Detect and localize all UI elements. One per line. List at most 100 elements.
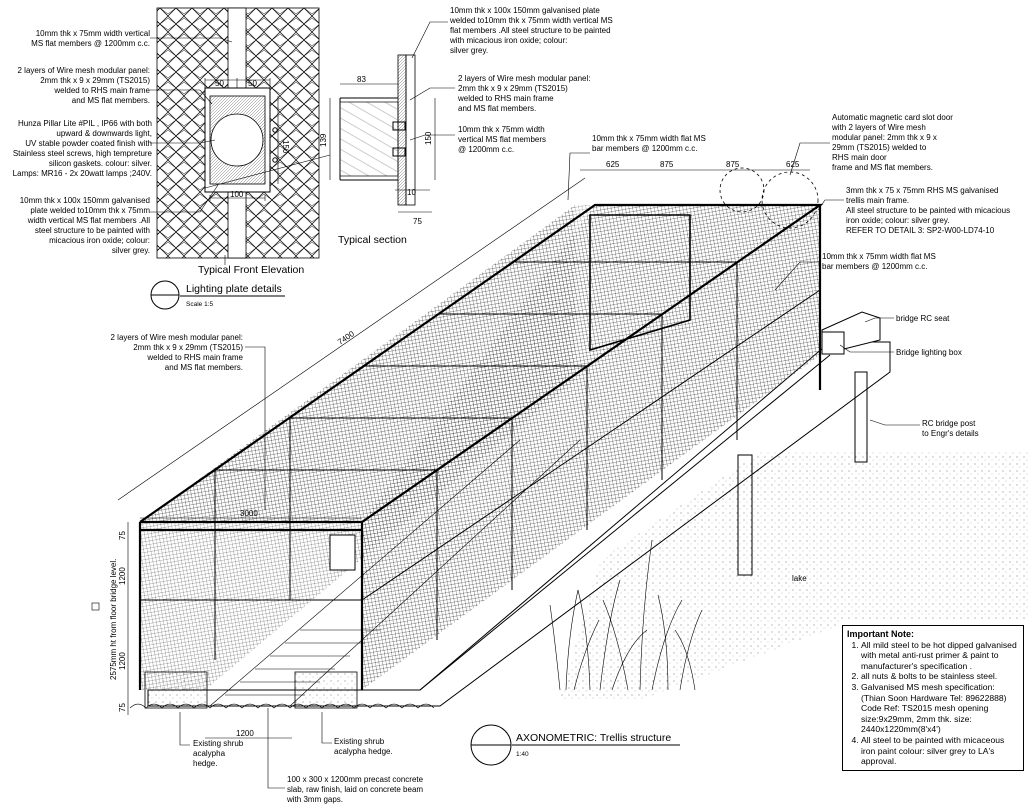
reed-plants [549, 539, 703, 691]
svg-text:Existing shrub: Existing shrub [334, 737, 385, 746]
dim-bay-4: 625 [786, 160, 800, 169]
svg-text:iron oxide; colour: silver gr: iron oxide; colour: silver grey. [846, 216, 949, 225]
lighting-plate-scale: Scale 1:5 [186, 301, 213, 308]
svg-text:10mm thk x 100x 150mm galvanis: 10mm thk x 100x 150mm galvanised plate [450, 6, 600, 15]
note-heading: Important Note: [847, 629, 914, 639]
note-item-1: All mild steel to be hot dipped galvanis… [861, 640, 1019, 672]
callout-mesh-panel: 2 layers of Wire mesh modular panel: 2mm… [18, 66, 151, 105]
dim-length: 7400 [336, 329, 356, 347]
dim-bay-3: 875 [726, 160, 740, 169]
svg-text:upward & downwards light,: upward & downwards light, [56, 129, 152, 138]
svg-text:silver grey.: silver grey. [112, 246, 150, 255]
typical-section: 83 139 150 10 75 Typical section 10mm th… [319, 6, 613, 246]
callout-section-plate: 10mm thk x 100x 150mm galvanised plate w… [449, 6, 613, 55]
dim-bay-2: 875 [660, 160, 674, 169]
svg-text:UV stable powder coated finish: UV stable powder coated finish with [25, 139, 152, 148]
front-elevation-title: Typical Front Elevation [198, 264, 304, 276]
axonometric-title: AXONOMETRIC: Trellis structure [516, 732, 671, 744]
axonometric-title-block: AXONOMETRIC: Trellis structure 1:40 [470, 724, 680, 766]
svg-text:RC bridge post: RC bridge post [922, 419, 976, 428]
svg-text:10mm thk x 75mm width flat MS: 10mm thk x 75mm width flat MS [822, 252, 936, 261]
svg-text:Lamps: MR16 - 2x 20watt lamps: Lamps: MR16 - 2x 20watt lamps ;240V. [13, 169, 152, 178]
callout-bar-right: 10mm thk x 75mm width flat MS bar member… [822, 252, 936, 271]
svg-text:10mm thk x 75mm width vertical: 10mm thk x 75mm width vertical [36, 29, 150, 38]
note-item-4: All steel to be painted with micaceous i… [861, 735, 1019, 767]
section-dim-bottom: 75 [413, 217, 422, 226]
svg-text:29mm (TS2015) welded to: 29mm (TS2015) welded to [832, 143, 927, 152]
callout-rc-post: RC bridge post to Engr's details [922, 419, 979, 438]
svg-text:@ 1200mm c.c.: @ 1200mm c.c. [458, 145, 514, 154]
callout-bridge-seat: bridge RC seat [896, 314, 950, 323]
callout-mesh-left: 2 layers of Wire mesh modular panel: 2mm… [111, 333, 244, 372]
svg-text:with 3mm gaps.: with 3mm gaps. [286, 795, 343, 804]
svg-text:acalypha hedge.: acalypha hedge. [334, 747, 393, 756]
svg-text:flat members .All steel struc: flat members .All steel structure to be … [450, 26, 611, 35]
svg-text:10mm thk x 100x 150mm galvanis: 10mm thk x 100x 150mm galvanised [20, 196, 150, 205]
section-dim-left: 139 [319, 133, 328, 147]
label-lake: lake [792, 574, 807, 583]
callout-door: Automatic magnetic card slot door with 2… [831, 113, 953, 172]
svg-text:acalypha: acalypha [193, 749, 226, 758]
svg-text:and MS flat members.: and MS flat members. [165, 363, 243, 372]
svg-text:plate welded to10mm thk x 75mm: plate welded to10mm thk x 75mm [30, 206, 150, 215]
svg-text:10mm thk x 75mm width: 10mm thk x 75mm width [458, 125, 545, 134]
section-light-body [339, 101, 399, 177]
note-list: All mild steel to be hot dipped galvanis… [847, 640, 1019, 767]
dim-v-top: 75 [118, 531, 127, 540]
front-elevation: 50 50 150 100 Typical Front Elevation 10… [13, 7, 331, 276]
section-dim-top: 83 [357, 75, 366, 84]
callout-vertical-flat: 10mm thk x 75mm width vertical MS flat m… [31, 29, 150, 48]
svg-text:width vertical MS flat member: width vertical MS flat members .All [27, 216, 150, 225]
note-item-2: all nuts & bolts to be stainless steel. [861, 671, 1019, 682]
lighting-plate-title-block: Lighting plate details Scale 1:5 [150, 280, 285, 310]
svg-text:trellis main frame.: trellis main frame. [846, 196, 909, 205]
callout-shrub-left: Existing shrub acalypha hedge. [193, 739, 244, 768]
callout-slab: 100 x 300 x 1200mm precast concrete slab… [286, 775, 424, 804]
svg-text:micacious iron oxide; colour:: micacious iron oxide; colour: [49, 236, 150, 245]
svg-text:and MS flat members.: and MS flat members. [72, 96, 150, 105]
callout-lighting-box: Bridge lighting box [896, 348, 962, 357]
rc-bridge-post [737, 454, 753, 576]
lighting-plate-title: Lighting plate details [186, 283, 282, 295]
svg-text:2mm thk x 9 x 29mm (TS2015): 2mm thk x 9 x 29mm (TS2015) [133, 343, 243, 352]
callout-bar-top: 10mm thk x 75mm width flat MS bar member… [592, 134, 706, 153]
svg-text:3mm thk x 75 x 75mm RHS MS ga: 3mm thk x 75 x 75mm RHS MS galvanised [846, 186, 999, 195]
svg-text:RHS main door: RHS main door [832, 153, 887, 162]
svg-text:2mm thk x 9 x 29mm (TS2015): 2mm thk x 9 x 29mm (TS2015) [458, 84, 568, 93]
svg-text:REFER TO DETAIL 3: SP2-W00-LD7: REFER TO DETAIL 3: SP2-W00-LD74-10 [846, 226, 995, 235]
svg-text:bar members @ 1200mm c.c.: bar members @ 1200mm c.c. [592, 144, 697, 153]
important-note-box: Important Note: All mild steel to be hot… [842, 625, 1024, 771]
callout-pillar-light: Hunza Pillar Lite #PIL , IP66 with both … [13, 119, 153, 178]
svg-text:Automatic magnetic card slot d: Automatic magnetic card slot door [832, 113, 953, 122]
callout-rhs-frame: 3mm thk x 75 x 75mm RHS MS galvanised tr… [846, 186, 1010, 235]
dim-line-length [117, 177, 586, 501]
svg-text:and MS flat members.: and MS flat members. [458, 104, 536, 113]
svg-text:welded to10mm thk x 75mm width: welded to10mm thk x 75mm width vertical … [449, 16, 613, 25]
lake-area [560, 452, 1030, 700]
callout-section-flat: 10mm thk x 75mm width vertical MS flat m… [458, 125, 546, 154]
note-item-3: Galvanised MS mesh specification: (Thian… [861, 682, 1019, 735]
svg-text:bar members @ 1200mm c.c.: bar members @ 1200mm c.c. [822, 262, 927, 271]
svg-text:vertical MS flat members: vertical MS flat members [458, 135, 546, 144]
callout-shrub-right: Existing shrub acalypha hedge. [334, 737, 393, 756]
bridge-lighting-box [821, 331, 845, 355]
dim-v-mid2: 1200 [118, 652, 127, 670]
svg-text:welded to RHS main frame: welded to RHS main frame [146, 353, 243, 362]
svg-text:10mm thk x 75mm width flat MS: 10mm thk x 75mm width flat MS [592, 134, 706, 143]
svg-text:welded to RHS main frame: welded to RHS main frame [457, 94, 554, 103]
dim-width: 3000 [240, 509, 258, 518]
light-lens [210, 113, 264, 167]
svg-text:welded to RHS main frame: welded to RHS main frame [53, 86, 150, 95]
svg-text:100 x 300 x 1200mm precast con: 100 x 300 x 1200mm precast concrete [287, 775, 424, 784]
svg-text:silicon gaskets. colour: silve: silicon gaskets. colour: silver. [49, 159, 152, 168]
svg-text:slab, raw finish, laid on conc: slab, raw finish, laid on concrete beam [287, 785, 423, 794]
svg-text:2 layers of Wire mesh modular: 2 layers of Wire mesh modular panel: [111, 333, 244, 342]
svg-text:Hunza Pillar Lite #PIL , IP66: Hunza Pillar Lite #PIL , IP66 with both [18, 119, 152, 128]
dim-height: 150 [281, 140, 290, 154]
dim-bay-1: 625 [606, 160, 620, 169]
svg-text:with micacious iron oxide; col: with micacious iron oxide; colour: [449, 36, 567, 45]
magnetic-card-door[interactable] [589, 214, 691, 352]
axonometric-trellis: 7400 3000 625 875 875 625 1200 75 1200 1… [91, 113, 1030, 804]
svg-text:Existing shrub: Existing shrub [193, 739, 244, 748]
